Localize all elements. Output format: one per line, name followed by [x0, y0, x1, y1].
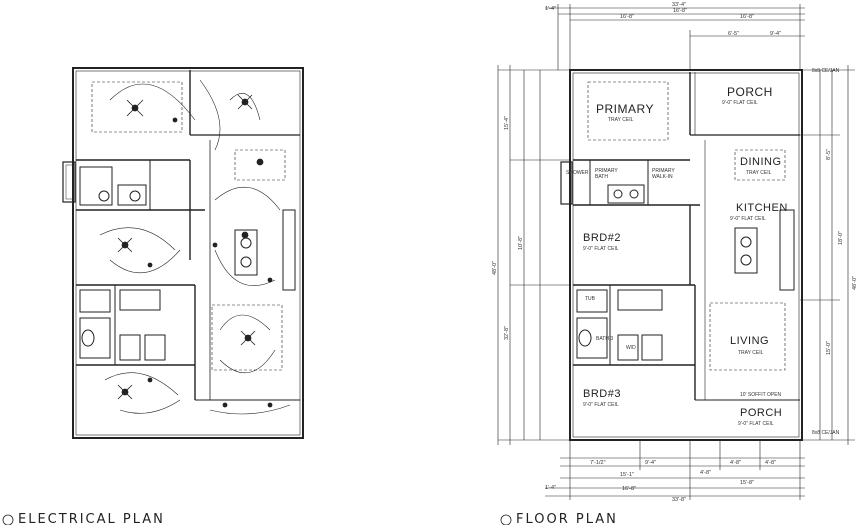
dim-top-small: 1'-4"	[545, 6, 556, 12]
room-label-bath3: BATH 3	[596, 336, 614, 342]
dim-bottom-mid-b: 4'-8"	[765, 460, 776, 466]
note-beam-rear: 8x8 CE/JAN	[812, 68, 840, 74]
electrical-plan	[62, 67, 304, 439]
dim-bottom-left-total: 15'-1"	[620, 472, 635, 478]
room-label-wd: W/D	[626, 345, 636, 351]
dimension-lines	[497, 4, 855, 500]
dim-porch-a: 6'-5"	[728, 31, 739, 37]
room-label-kitchen: KITCHEN	[736, 202, 788, 214]
room-label-tub: TUB	[585, 296, 595, 302]
dim-bottom-left-a: 7'-1/2"	[590, 460, 606, 466]
floor-plan-walls	[560, 69, 803, 441]
title-marker-electrical	[2, 514, 14, 525]
dim-left-overall: 48'-0"	[492, 260, 498, 275]
room-note-porch-front: 9'-0" FLAT CEIL	[738, 421, 774, 427]
room-label-shower: SHOWER	[566, 170, 589, 176]
electrical-fixtures	[117, 94, 273, 408]
room-label-dining: DINING	[740, 156, 782, 168]
room-note-bed2: 9'-0" FLAT CEIL	[583, 246, 619, 252]
dim-left-b: 32'-8"	[504, 325, 510, 340]
room-note-kitchen: 9'-0" FLAT CEIL	[730, 216, 766, 222]
dim-porch-b: 9'-4"	[770, 31, 781, 37]
floor-plan-title: FLOOR PLAN	[516, 512, 618, 527]
room-label-porch-front: PORCH	[740, 407, 783, 419]
room-label-primary: PRIMARY	[596, 102, 654, 116]
room-label-bed2: BRD#2	[583, 232, 621, 244]
dim-left-c: 10'-8"	[518, 235, 524, 250]
dim-bottom-left-b: 9'-4"	[645, 460, 656, 466]
dim-bottom-mid-a: 4'-8"	[730, 460, 741, 466]
dim-right-c: 15'-0"	[826, 340, 832, 355]
electrical-plan-walls	[62, 67, 304, 439]
room-note-dining: TRAY CEIL	[746, 170, 772, 176]
dim-bottom-mid-c: 4'-8"	[700, 470, 711, 476]
room-label-primary-bath: PRIMARY BATH	[595, 168, 618, 180]
room-label-porch-rear: PORCH	[727, 85, 773, 99]
room-note-bed3: 9'-0" FLAT CEIL	[583, 402, 619, 408]
dim-top-right: 16'-8"	[740, 14, 755, 20]
dim-top-overall: 33'-4"	[672, 2, 687, 8]
dim-bottom-left-total-b: 16'-8"	[622, 486, 637, 492]
title-marker-floor	[500, 514, 512, 525]
dim-right-overall: 48'-0"	[852, 275, 858, 290]
dim-bottom-overall: 33'-8"	[672, 497, 687, 503]
floor-plan	[497, 4, 855, 500]
dim-left-a: 15'-4"	[504, 115, 510, 130]
room-label-bed3: BRD#3	[583, 388, 621, 400]
room-label-primary-walkin: PRIMARY WALK-IN	[652, 168, 675, 180]
dim-right-b: 18'-0"	[838, 230, 844, 245]
electrical-plan-title: ELECTRICAL PLAN	[18, 512, 165, 527]
dim-top-left: 16'-8"	[673, 8, 688, 14]
dim-top-left-b: 16'-8"	[620, 14, 635, 20]
room-note-primary: TRAY CEIL	[608, 117, 634, 123]
dim-right-a: 8'-5"	[826, 149, 832, 160]
room-note-living: TRAY CEIL	[738, 350, 764, 356]
room-note-porch-rear: 9'-0" FLAT CEIL	[722, 100, 758, 106]
dim-bottom-right-total: 15'-8"	[740, 480, 755, 486]
room-label-living: LIVING	[730, 335, 770, 347]
dim-bottom-small: 1'-4"	[545, 485, 556, 491]
note-beam-front: 8x8 CE/JAN	[812, 430, 840, 436]
note-soffit: 10' SOFFIT OPEN	[740, 392, 782, 398]
